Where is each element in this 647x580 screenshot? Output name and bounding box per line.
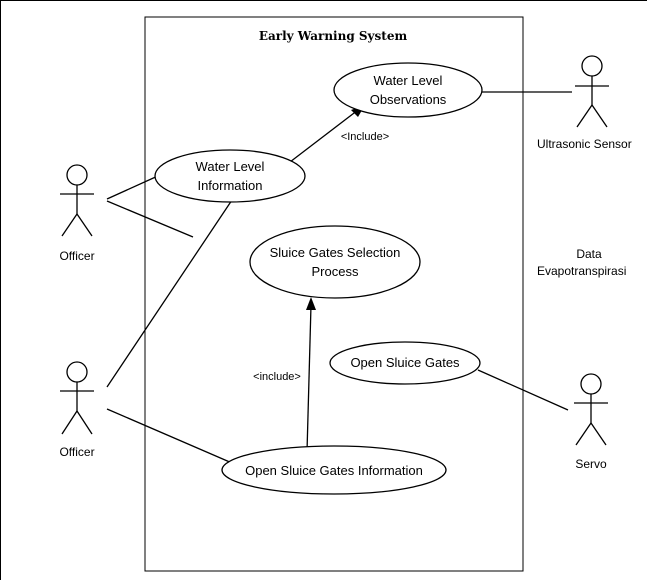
ultrasonic-head (581, 55, 603, 77)
observations-label-line1: Water Level (374, 73, 443, 88)
servo-head (580, 373, 602, 395)
officer-bottom-right-leg (76, 410, 93, 435)
information-label-line1: Water Level (196, 159, 265, 174)
open-sluice-gates-label: Open Sluice Gates (350, 355, 460, 370)
association-lines (106, 91, 572, 464)
officer-top-branch-line (106, 200, 194, 238)
servo-label: Servo (575, 457, 607, 471)
officer-bottom-head (66, 361, 88, 383)
system-title: Early Warning System (259, 29, 408, 43)
use-case-open-sluice-gates (329, 341, 481, 385)
information-label-line2: Information (197, 178, 262, 193)
officer-bottom-left-leg (61, 410, 78, 435)
use-case-open-sluice-gates-information (221, 445, 447, 495)
actor-officer-bottom (60, 361, 94, 435)
include-arrow-lower (306, 304, 312, 453)
include-label-lower: <include> (253, 371, 301, 383)
include-arrow-upper (289, 109, 359, 163)
use-case-water-level-observations (333, 62, 483, 118)
use-case-sluice-gates-selection-process (249, 225, 421, 299)
officer-top-left-leg (61, 213, 78, 237)
officer-bottom-to-open-sluice-gates-information (106, 408, 233, 464)
selection-label-line1: Sluice Gates Selection (270, 245, 401, 260)
actor-servo (574, 373, 608, 446)
actor-officer-top (60, 164, 94, 237)
ultrasonic-left-leg (576, 104, 593, 128)
officer-top-head (66, 164, 88, 186)
ultrasonic-sensor-label: Ultrasonic Sensor (537, 137, 632, 151)
data-evapotranspirasi-line1: Data (576, 247, 602, 261)
officer-top-right-leg (76, 213, 93, 237)
actor-ultrasonic-sensor (575, 55, 609, 128)
include-arrowhead-lower (306, 297, 316, 310)
selection-label-line2: Process (312, 264, 359, 279)
include-label-upper: <Include> (341, 131, 389, 143)
servo-left-leg (575, 422, 592, 446)
open-sluice-gates-to-servo (477, 369, 569, 411)
open-sluice-gates-information-label: Open Sluice Gates Information (245, 463, 423, 478)
use-case-water-level-information (154, 149, 306, 203)
officer-bottom-label: Officer (59, 445, 94, 459)
officer-bottom-to-water-level-information (106, 199, 233, 388)
observations-label-line2: Observations (370, 92, 447, 107)
officer-top-label: Officer (59, 249, 94, 263)
officer-top-to-water-level-information (106, 174, 161, 200)
ultrasonic-right-leg (591, 104, 608, 128)
servo-right-leg (590, 422, 607, 446)
data-evapotranspirasi-line2: Evapotranspirasi (537, 264, 626, 278)
